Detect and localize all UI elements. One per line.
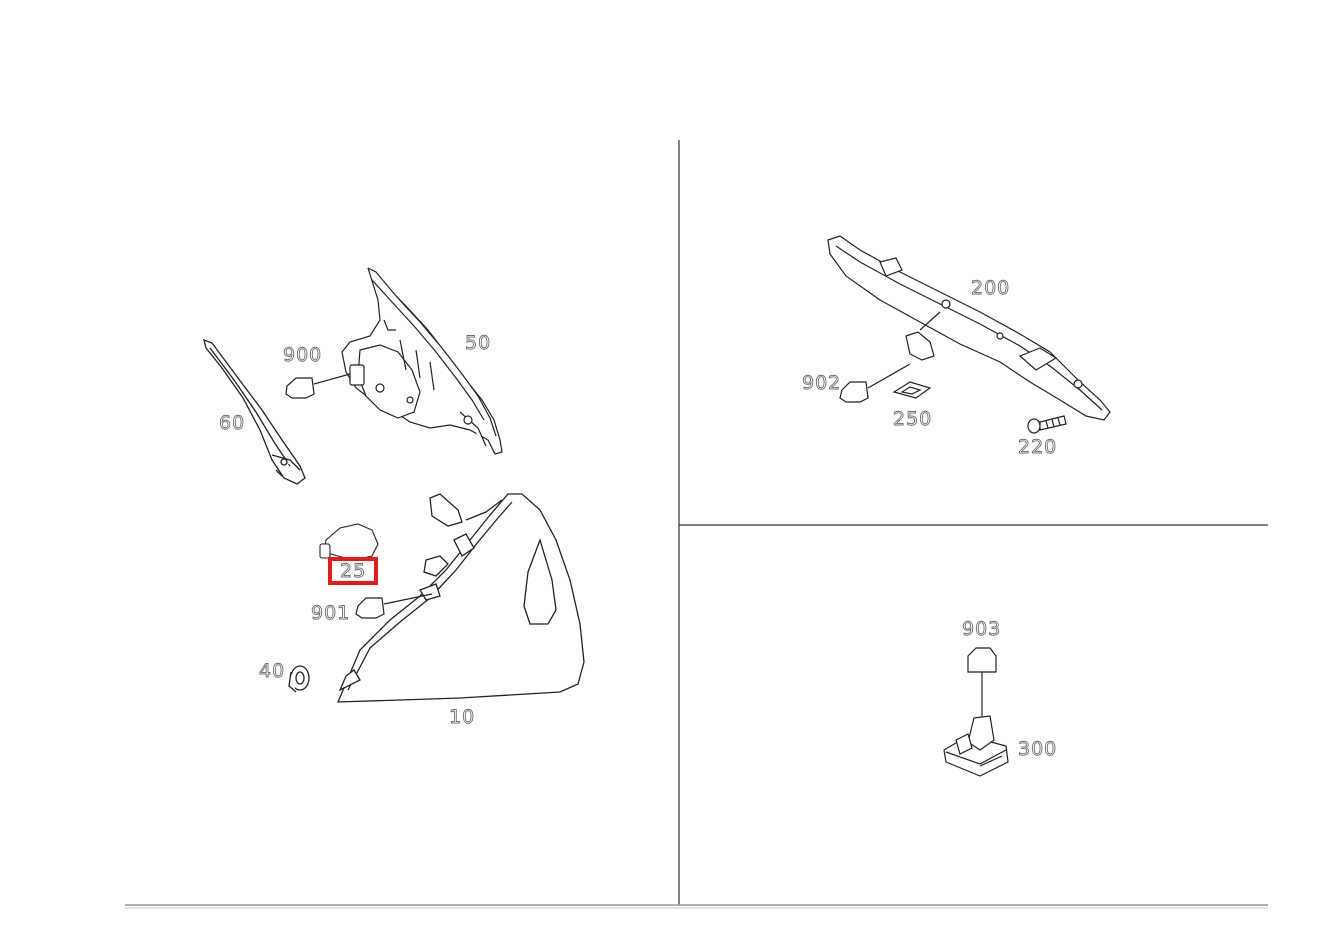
part-label-200[interactable]: 200 — [971, 277, 1011, 299]
part-900-connector[interactable] — [285, 373, 351, 399]
part-50-lamp-housing[interactable] — [341, 267, 503, 455]
part-label-10[interactable]: 10 — [449, 706, 476, 728]
part-label-220[interactable]: 220 — [1018, 436, 1058, 458]
part-902-connector[interactable] — [839, 363, 911, 403]
part-label-900[interactable]: 900 — [283, 344, 323, 366]
part-25-bulb[interactable] — [319, 523, 379, 561]
panel-dividers — [125, 140, 1268, 909]
part-220-screw[interactable] — [1027, 415, 1067, 434]
part-903-connector[interactable] — [967, 647, 997, 718]
part-label-50[interactable]: 50 — [465, 332, 492, 354]
part-200-bracket[interactable] — [827, 235, 1111, 421]
part-label-903[interactable]: 903 — [962, 618, 1002, 640]
part-label-250[interactable]: 250 — [893, 408, 933, 430]
part-60-trim-strip[interactable] — [203, 338, 306, 485]
part-label-901[interactable]: 901 — [311, 602, 351, 624]
part-10-tail-lamp[interactable] — [337, 493, 585, 703]
part-label-40[interactable]: 40 — [259, 660, 286, 682]
part-label-902[interactable]: 902 — [802, 372, 842, 394]
part-label-60[interactable]: 60 — [219, 412, 246, 434]
part-300-plate-lamp[interactable] — [943, 715, 1009, 777]
part-40-grommet[interactable] — [288, 665, 310, 693]
part-label-25[interactable]: 25 — [340, 560, 367, 582]
part-250-gasket[interactable] — [892, 381, 932, 399]
part-label-300[interactable]: 300 — [1018, 738, 1058, 760]
part-901-connector[interactable] — [355, 593, 433, 619]
